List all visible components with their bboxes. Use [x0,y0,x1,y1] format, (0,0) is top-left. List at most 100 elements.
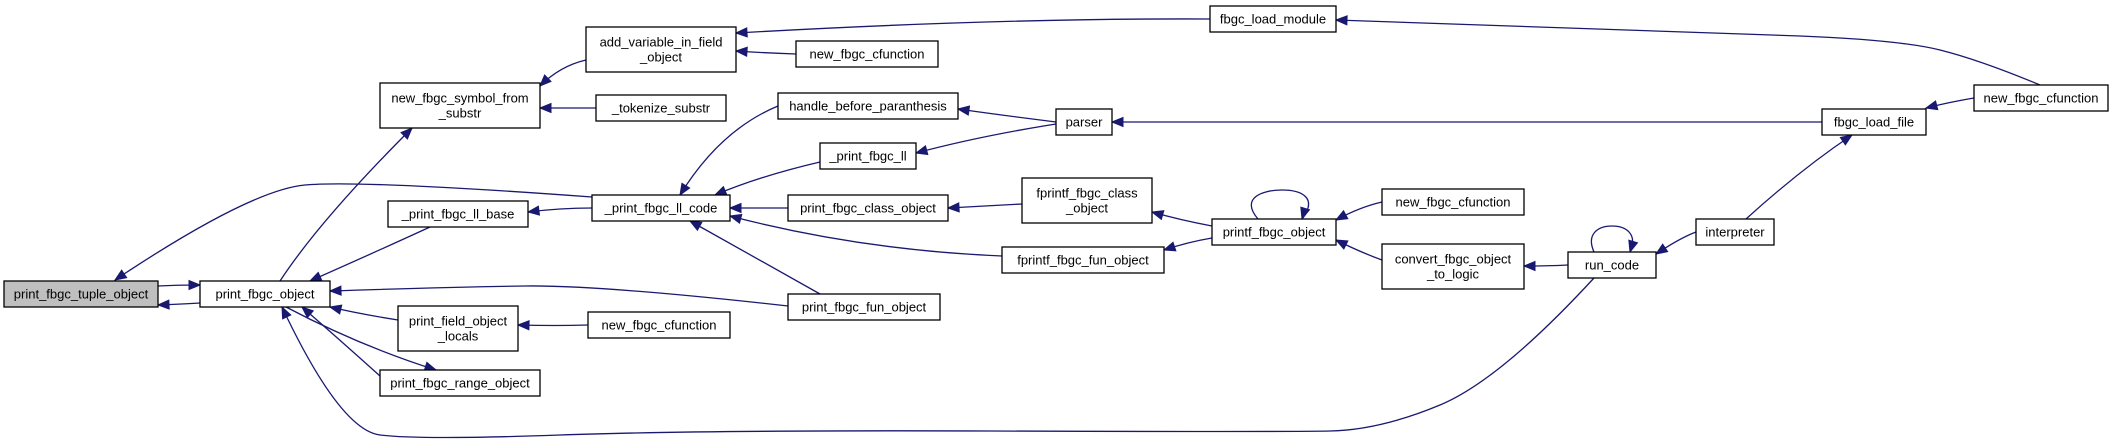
edge-arrowhead [281,305,292,320]
node-label: new_fbgc_symbol_from [391,91,528,106]
edge-line [735,18,1211,34]
node-label: _print_fbgc_ll [828,149,906,164]
node-load-file[interactable]: fbgc_load_file [1821,108,1927,136]
edge-arrowhead [1924,100,1939,111]
edge-n_new_cf_2-to-n_field_locals [516,320,589,331]
edge-n_print_ll-to-n_ll_code [713,161,821,196]
node-handle[interactable]: handle_before_paranthesis [777,92,959,120]
edge-line [957,108,1057,123]
node-label: _tokenize_substr [611,101,711,116]
edge-line [279,127,413,282]
node-box [1001,246,1165,274]
edges-layer [113,15,2041,439]
node-ll-base[interactable]: _print_fbgc_ll_base [387,200,529,228]
node-label: _print_fbgc_ll_base [401,207,515,222]
node-label: new_fbgc_cfunction [810,47,925,62]
node-label: _substr [438,106,482,121]
node-box [595,94,727,122]
node-box [777,92,959,120]
node-new-cf-4[interactable]: new_fbgc_cfunction [1973,84,2109,112]
edge-n_convert-to-n_printf_obj [1334,239,1383,261]
edge-line [1250,189,1310,220]
edge-arrowhead [188,279,202,291]
node-label: new_fbgc_cfunction [1984,91,2099,106]
node-print-obj[interactable]: print_fbgc_object [199,280,331,308]
node-load-module[interactable]: fbgc_load_module [1209,5,1337,33]
node-new-cf-3[interactable]: new_fbgc_cfunction [1381,188,1525,216]
edge-arrowhead [301,306,315,319]
nodes-layer: print_fbgc_tuple_object print_fbgc_object… [3,5,2109,397]
edge-line [1590,225,1634,253]
node-fun-obj[interactable]: print_fbgc_fun_object [787,293,941,321]
node-label: new_fbgc_cfunction [602,318,717,333]
node-new-sym[interactable]: new_fbgc_symbol_from_substr [379,82,541,129]
edge-arrowhead [734,46,748,57]
edge-arrowhead [734,27,748,38]
node-label: print_fbgc_object [215,287,314,302]
node-add-var[interactable]: add_variable_in_field_object [585,26,737,73]
edge-arrowhead [728,213,743,224]
node-ll-code[interactable]: _print_fbgc_ll_code [591,194,731,222]
edge-arrowhead [526,205,541,216]
edge-line [329,285,789,307]
node-new-cf-1[interactable]: new_fbgc_cfunction [795,40,939,68]
node-box [587,311,731,339]
node-interpreter[interactable]: interpreter [1695,218,1775,246]
edge-arrowhead [914,144,929,156]
edge-n_new_cf_3-to-n_printf_obj [1334,201,1383,221]
node-run-code[interactable]: run_code [1567,251,1657,279]
edge-n_tokenize-to-n_new_sym [538,102,597,114]
node-tokenize[interactable]: _tokenize_substr [595,94,727,122]
edge-arrowhead [156,299,170,310]
edge-arrowhead [538,102,552,114]
node-label: _print_fbgc_ll_code [604,201,718,216]
node-range[interactable]: print_fbgc_range_object [379,369,541,397]
node-label: parser [1066,115,1104,130]
node-fprintf-fun[interactable]: fprintf_fbgc_fun_object [1001,246,1165,274]
node-box [1381,188,1525,216]
edge-arrowhead [679,182,691,197]
node-field-locals[interactable]: print_field_object_locals [397,305,519,352]
edge-arrowhead [1334,209,1349,221]
node-box [1021,177,1153,224]
edge-n_printf_obj-to-n_fprintf_class [1150,210,1213,227]
node-tuple[interactable]: print_fbgc_tuple_object [3,280,159,308]
node-label: print_fbgc_class_object [800,201,936,216]
node-new-cf-2[interactable]: new_fbgc_cfunction [587,311,731,339]
edge-n_ll_code-to-n_tuple [113,183,593,281]
node-label: print_fbgc_fun_object [802,300,927,315]
node-label: print_fbgc_tuple_object [14,287,149,302]
node-box [379,82,541,129]
node-label: handle_before_paranthesis [789,99,947,114]
node-box [787,194,949,222]
edge-line [285,306,437,371]
node-box [795,40,939,68]
edge-line [714,161,821,196]
node-class-obj[interactable]: print_fbgc_class_object [787,194,949,222]
node-box [379,369,541,397]
node-label: add_variable_in_field [600,35,723,50]
edge-n_range-to-n_print_obj [301,306,381,377]
node-parser[interactable]: parser [1055,108,1113,136]
edge-line [309,226,431,282]
node-label: print_fbgc_range_object [390,376,530,391]
node-fprintf-class[interactable]: fprintf_fbgc_class_object [1021,177,1153,224]
edge-n_fprintf_class-to-n_class_obj [946,202,1023,213]
edge-n_add_var-to-n_new_sym [539,59,587,87]
edge-n_fprintf_fun-to-n_ll_code [728,213,1003,257]
node-box [1055,108,1113,136]
node-label: _object [639,50,682,65]
edge-arrowhead [1162,241,1177,252]
edge-n_fun_obj-to-n_ll_code [688,220,821,295]
edge-arrowhead [328,285,342,296]
node-box [3,280,159,308]
node-printf-obj[interactable]: printf_fbgc_object [1211,218,1337,246]
node-box [1209,5,1337,33]
node-convert[interactable]: convert_fbgc_object_to_logic [1381,243,1525,290]
edge-arrowhead [1654,243,1669,255]
edge-n_load_file-to-n_parser [1110,116,1822,128]
edge-n_interpreter-to-n_run_code [1654,231,1697,255]
node-label: printf_fbgc_object [1223,225,1326,240]
edge-line [915,123,1057,154]
node-print-ll[interactable]: _print_fbgc_ll [819,142,917,170]
